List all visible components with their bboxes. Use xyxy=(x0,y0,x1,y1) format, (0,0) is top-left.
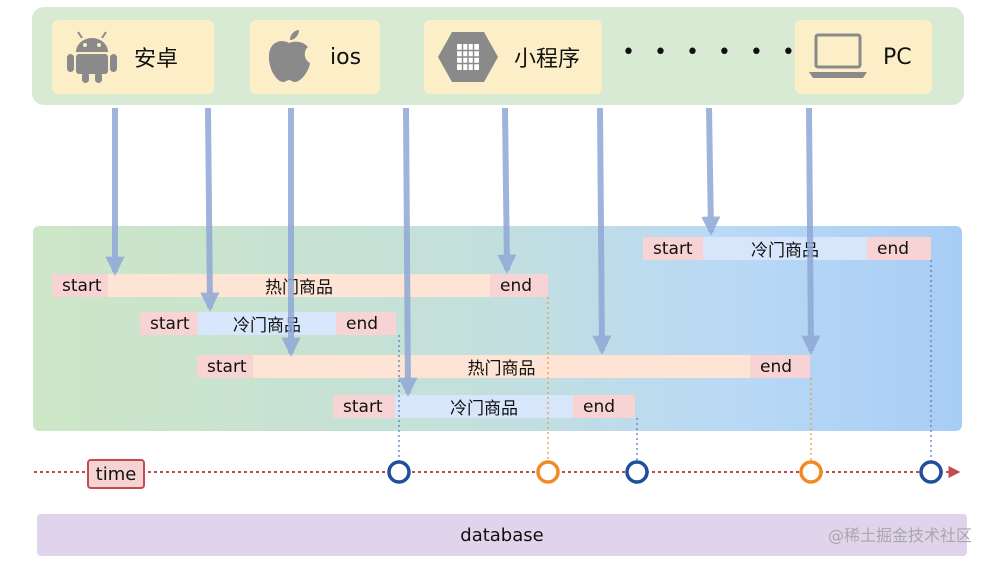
request-bar-hot-2: start 热门商品 end xyxy=(197,355,810,379)
bar-start-label: start xyxy=(643,237,703,260)
completion-event xyxy=(799,460,823,484)
client-android[interactable]: 安卓 xyxy=(52,20,214,94)
bar-product-label: 冷门商品 xyxy=(395,395,573,419)
client-mini-program-label: 小程序 xyxy=(514,47,581,72)
bar-start-label: start xyxy=(197,355,253,378)
request-arrow xyxy=(592,107,612,355)
bar-start-label: start xyxy=(333,395,395,418)
bar-product-label: 冷门商品 xyxy=(703,237,867,261)
request-arrow xyxy=(398,107,418,397)
bar-start-label: start xyxy=(52,274,108,297)
bar-end-label: end xyxy=(750,355,810,378)
bar-end-label: end xyxy=(573,395,635,418)
client-android-label: 安卓 xyxy=(134,47,179,72)
client-mini-program[interactable]: 小程序 xyxy=(424,20,602,94)
more-clients-ellipsis: • • • • • • • xyxy=(622,40,833,65)
request-bar-hot-1: start 热门商品 end xyxy=(52,274,548,298)
request-bar-cold-1: start 冷门商品 end xyxy=(140,312,396,336)
android-icon xyxy=(67,31,117,83)
database-bar: database xyxy=(37,514,967,556)
request-bar-cold-3: start 冷门商品 end xyxy=(643,237,931,261)
request-arrow xyxy=(200,107,220,312)
request-arrow xyxy=(497,107,517,274)
bar-product-label: 热门商品 xyxy=(253,355,750,379)
bar-product-label: 冷门商品 xyxy=(198,312,336,336)
bar-end-label: end xyxy=(867,237,931,260)
client-pc[interactable]: PC xyxy=(795,20,932,94)
laptop-icon xyxy=(809,33,867,78)
apple-icon xyxy=(268,30,310,82)
bar-start-label: start xyxy=(140,312,198,335)
client-ios-label: ios xyxy=(330,44,362,70)
request-arrow xyxy=(801,107,821,355)
completion-event xyxy=(625,460,649,484)
bar-product-label: 热门商品 xyxy=(108,274,490,298)
request-bar-cold-2: start 冷门商品 end xyxy=(333,395,635,419)
database-label: database xyxy=(460,524,544,546)
completion-event xyxy=(536,460,560,484)
watermark: @稀土掘金技术社区 xyxy=(828,526,973,545)
client-ios[interactable]: ios xyxy=(250,20,380,94)
bar-end-label: end xyxy=(336,312,396,335)
request-arrow xyxy=(701,107,721,236)
mini-program-icon xyxy=(438,32,498,82)
bar-end-label: end xyxy=(490,274,548,297)
completion-event xyxy=(387,460,411,484)
time-label: time xyxy=(87,459,145,489)
client-pc-label: PC xyxy=(883,44,912,70)
completion-event xyxy=(919,460,943,484)
